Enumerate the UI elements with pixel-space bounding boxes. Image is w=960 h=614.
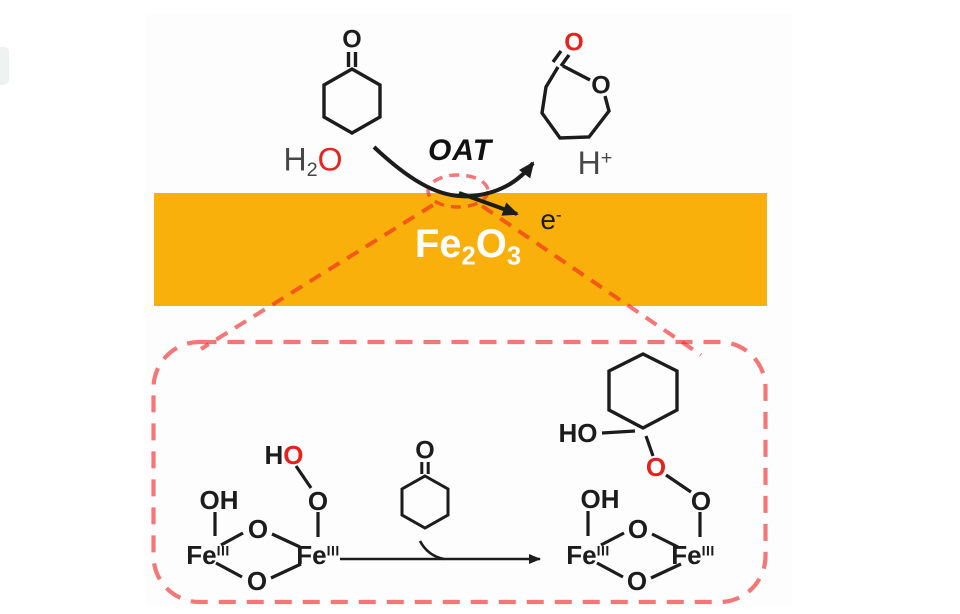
- product-peroxy-o-red: O: [645, 452, 667, 482]
- addition-hook: [418, 540, 445, 561]
- reactant-hydroxo-oh: OH: [199, 485, 239, 515]
- bond-line: [600, 531, 625, 547]
- electron-superscript: -: [555, 204, 562, 225]
- bond-line: [651, 532, 679, 549]
- reaction-arrows: [372, 145, 535, 216]
- electron-label: e-: [540, 206, 561, 234]
- fe2o3-sub2: 2: [461, 242, 476, 271]
- reagent-ketone-o: O: [415, 436, 435, 465]
- reagent-ketone-structure: [400, 462, 450, 561]
- water-o: O: [317, 141, 343, 178]
- water-subscript: 2: [306, 158, 318, 181]
- electron-arrow: [458, 191, 519, 216]
- fe-symbol: Fe: [566, 540, 597, 570]
- lactone-ring: [540, 66, 611, 140]
- fe-oxidation-state: III: [326, 542, 340, 559]
- reactant-fe-right: FeIII: [296, 542, 340, 568]
- callout-line-left: [199, 203, 435, 351]
- oat-label: OAT: [427, 134, 493, 167]
- fe-oxidation-state: III: [596, 542, 610, 559]
- hydroperoxo-o: O: [283, 440, 304, 470]
- fe-symbol: Fe: [296, 540, 327, 570]
- product-complex-bonds: [586, 352, 702, 580]
- figure-background: [146, 13, 792, 605]
- bond-line: [551, 50, 563, 63]
- bond-line: [220, 531, 244, 547]
- bond-line: [596, 561, 624, 579]
- reactant-hydroperoxo-ho: HO: [264, 442, 303, 468]
- lactone-ring-o: O: [591, 71, 611, 100]
- reactant-proximal-o: O: [307, 486, 329, 516]
- water-h: H: [283, 141, 307, 178]
- cyclohexane-ring: [322, 67, 382, 135]
- bond-line: [270, 562, 302, 580]
- fe2o3-sub3: 3: [506, 242, 522, 271]
- bond-line: [601, 429, 636, 435]
- bond-line: [271, 532, 301, 549]
- proton-superscript: +: [600, 147, 613, 170]
- reactant-complex-bonds: [213, 465, 320, 580]
- reactant-bridge-o-bottom: O: [246, 566, 268, 596]
- proton-h: H: [577, 145, 601, 181]
- product-fe-left: FeIII: [566, 542, 610, 568]
- product-gem-hydroxyl: HO: [558, 418, 598, 448]
- bond-line: [559, 54, 571, 67]
- fe-symbol: Fe: [186, 540, 217, 570]
- electron-e: e: [540, 204, 556, 235]
- product-peroxy-o: O: [690, 486, 712, 516]
- fe2o3-o: O: [475, 222, 507, 267]
- bond-line: [644, 435, 655, 457]
- bond-line: [215, 561, 243, 579]
- product-hydroxo-oh: OH: [580, 484, 620, 514]
- lactone-carbonyl-o: O: [564, 28, 584, 57]
- left-edge-artifact: [0, 47, 9, 85]
- fe2o3-label: Fe2O3: [415, 224, 521, 270]
- fe2o3-surface-band: [154, 193, 767, 306]
- cyclohexane-ring: [400, 474, 450, 530]
- fe2o3-fe: Fe: [414, 222, 462, 267]
- cyclohexane-ring: [607, 352, 679, 430]
- water-label: H2O: [283, 143, 342, 180]
- fe-oxidation-state: III: [216, 542, 230, 559]
- zoom-callout-dashes: [151, 173, 768, 605]
- bond-line: [665, 473, 692, 494]
- callout-line-right: [480, 204, 703, 357]
- hydroperoxo-h: H: [264, 440, 284, 470]
- fe-oxidation-state: III: [701, 542, 715, 559]
- active-site-dashed-circle: [426, 173, 490, 209]
- bond-line: [294, 465, 313, 489]
- product-bridge-o-bottom: O: [626, 566, 648, 596]
- reactant-bridge-o-top: O: [247, 514, 269, 544]
- bond-line: [650, 562, 682, 580]
- bond-line: [562, 64, 591, 82]
- product-bridge-o-top: O: [627, 514, 649, 544]
- ketone-carbonyl-o: O: [342, 25, 362, 54]
- mechanism-dashed-box: [151, 339, 768, 605]
- product-fe-right: FeIII: [671, 542, 715, 568]
- reactant-fe-left: FeIII: [186, 542, 230, 568]
- cyclohexanone-structure: [322, 52, 382, 135]
- fe-symbol: Fe: [671, 540, 702, 570]
- proton-label: H+: [578, 147, 613, 179]
- lactone-structure: [540, 50, 611, 140]
